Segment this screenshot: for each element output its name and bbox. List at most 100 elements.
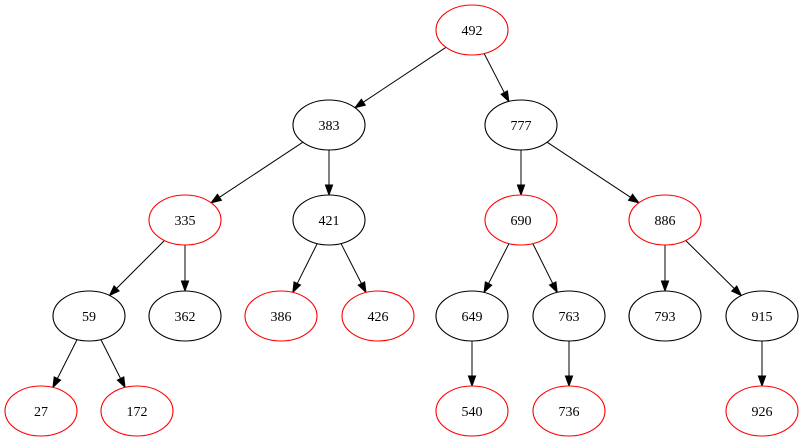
node-label: 763 [559, 310, 580, 325]
tree-node-649: 649 [435, 290, 509, 342]
edge-383-421 [324, 150, 334, 197]
edge-line [340, 243, 362, 284]
node-ellipse-black [52, 290, 126, 342]
node-label: 421 [319, 214, 340, 229]
arrowhead-icon [353, 98, 367, 109]
arrowhead-icon [209, 193, 223, 204]
node-label: 649 [462, 310, 483, 325]
arrowhead-icon [757, 375, 767, 388]
edge-line [296, 243, 318, 284]
tree-node-386: 386 [244, 290, 318, 342]
arrowhead-icon [548, 281, 558, 294]
tree-node-335: 335 [148, 194, 222, 246]
edge-line [685, 240, 735, 289]
edge-line [483, 53, 505, 93]
arrowhead-icon [627, 193, 641, 204]
edge-649-540 [467, 341, 477, 388]
arrowhead-icon [357, 281, 367, 294]
edge-59-172 [100, 339, 126, 389]
node-label: 926 [752, 405, 773, 420]
node-ellipse-red [484, 194, 558, 246]
arrowhead-icon [52, 376, 62, 389]
node-label: 492 [462, 24, 483, 39]
edge-line [532, 243, 554, 284]
node-ellipse-black [292, 99, 366, 151]
tree-node-777: 777 [484, 99, 558, 151]
edge-915-926 [757, 341, 767, 388]
edge-421-426 [340, 243, 367, 294]
node-ellipse-red [148, 194, 222, 246]
node-ellipse-red [100, 385, 174, 437]
edge-59-27 [52, 339, 78, 389]
tree-node-426: 426 [341, 290, 415, 342]
node-ellipse-black [435, 290, 509, 342]
edge-line [100, 339, 122, 379]
edge-763-736 [564, 341, 574, 388]
edge-690-649 [483, 243, 510, 294]
edge-line [546, 141, 631, 198]
edge-690-763 [532, 243, 558, 294]
node-label: 777 [511, 119, 532, 134]
node-ellipse-black [532, 290, 606, 342]
tree-node-362: 362 [148, 290, 222, 342]
node-label: 383 [319, 119, 340, 134]
node-ellipse-red [435, 385, 509, 437]
arrowhead-icon [660, 280, 670, 293]
node-label: 362 [175, 310, 196, 325]
edge-line [488, 243, 510, 284]
node-label: 386 [271, 310, 292, 325]
tree-node-421: 421 [292, 194, 366, 246]
arrowhead-icon [292, 281, 302, 294]
tree-node-172: 172 [100, 385, 174, 437]
node-ellipse-black [148, 290, 222, 342]
tree-node-736: 736 [532, 385, 606, 437]
tree-node-383: 383 [292, 99, 366, 151]
node-ellipse-red [532, 385, 606, 437]
node-label: 27 [34, 405, 48, 420]
tree-nodes: 492 383 777 335 421 690 886 59 362 386 426 649 763 79… [4, 4, 799, 437]
tree-node-690: 690 [484, 194, 558, 246]
edge-777-690 [516, 150, 526, 197]
arrowhead-icon [564, 375, 574, 388]
edge-421-386 [292, 243, 318, 294]
node-label: 172 [127, 405, 148, 420]
arrowhead-icon [467, 375, 477, 388]
edge-492-777 [483, 53, 510, 103]
node-ellipse-black [628, 290, 702, 342]
tree-node-763: 763 [532, 290, 606, 342]
arrowhead-icon [180, 280, 190, 293]
node-ellipse-black [292, 194, 366, 246]
node-label: 886 [655, 214, 676, 229]
node-ellipse-red [244, 290, 318, 342]
node-label: 736 [559, 405, 580, 420]
node-label: 426 [368, 310, 389, 325]
tree-node-540: 540 [435, 385, 509, 437]
edge-886-915 [685, 240, 743, 297]
node-ellipse-red [628, 194, 702, 246]
tree-node-915: 915 [725, 290, 799, 342]
node-label: 690 [511, 214, 532, 229]
node-ellipse-black [484, 99, 558, 151]
node-ellipse-red [725, 385, 799, 437]
edge-line [363, 46, 447, 103]
edge-line [219, 141, 304, 198]
node-ellipse-red [4, 385, 78, 437]
arrowhead-icon [324, 184, 334, 197]
edge-line [56, 339, 78, 379]
tree-node-886: 886 [628, 194, 702, 246]
tree-node-59: 59 [52, 290, 126, 342]
tree-node-27: 27 [4, 385, 78, 437]
edge-335-59 [108, 240, 165, 297]
node-ellipse-red [435, 4, 509, 56]
tree-node-793: 793 [628, 290, 702, 342]
arrowhead-icon [116, 376, 126, 389]
edge-492-383 [353, 46, 447, 109]
arrowhead-icon [516, 184, 526, 197]
node-ellipse-red [341, 290, 415, 342]
node-label: 540 [462, 405, 483, 420]
tree-node-926: 926 [725, 385, 799, 437]
node-label: 59 [82, 310, 96, 325]
edge-383-335 [209, 141, 304, 204]
edge-886-793 [660, 245, 670, 293]
